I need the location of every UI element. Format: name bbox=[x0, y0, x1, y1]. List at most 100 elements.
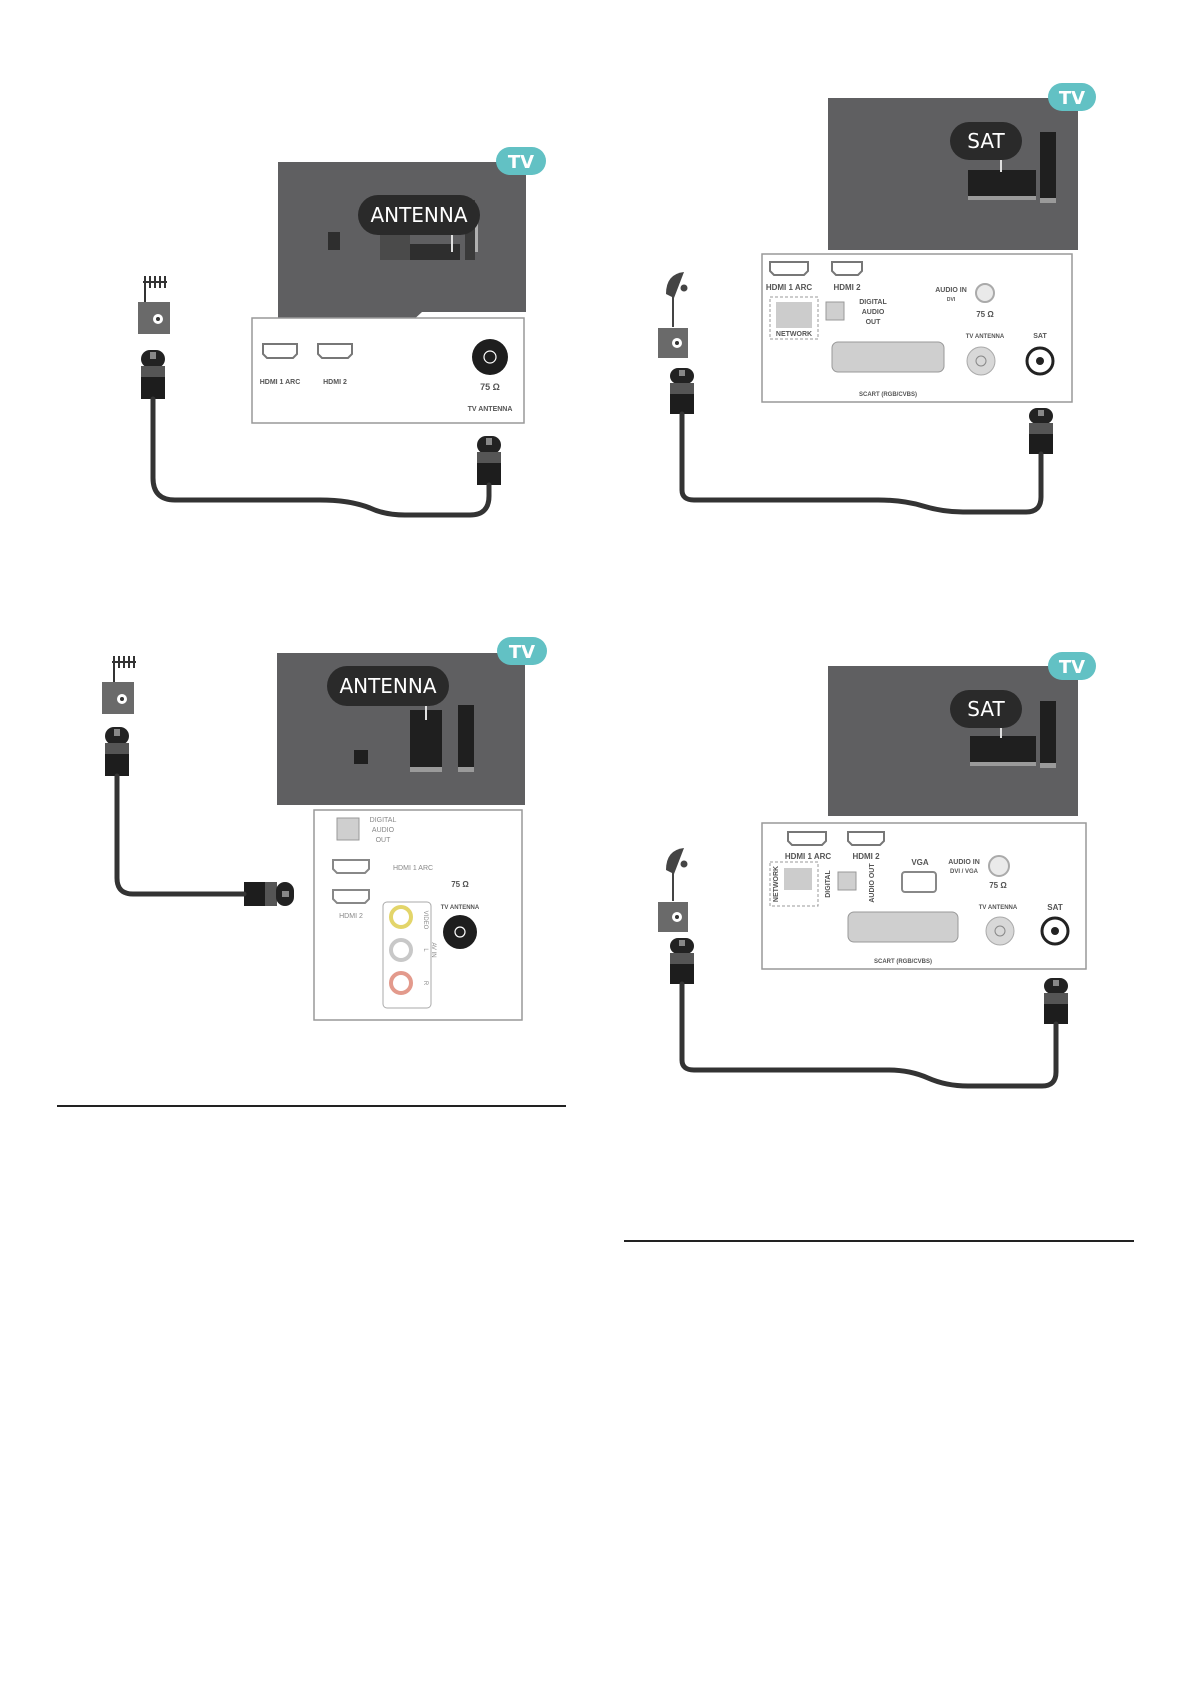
scart-label: SCART (RGB/CVBS) bbox=[874, 959, 932, 965]
audio-out-label: AUDIO OUT bbox=[869, 863, 876, 903]
tv-antenna-label: TV ANTENNA bbox=[468, 406, 513, 413]
tv-port-block bbox=[328, 232, 340, 250]
coax-plug-left bbox=[141, 350, 165, 399]
tv-antenna-socket bbox=[966, 346, 996, 376]
tv-badge-label: TV bbox=[509, 642, 535, 663]
vga-label: VGA bbox=[911, 858, 929, 867]
video-label: VIDEO bbox=[422, 911, 428, 930]
hdmi1-label: HDMI 1 ARC bbox=[785, 852, 832, 861]
hdmi-port-1 bbox=[787, 831, 827, 846]
satellite-dish-icon bbox=[666, 272, 688, 327]
coax-plug-top bbox=[105, 727, 129, 776]
sat-label: SAT bbox=[1033, 333, 1047, 340]
tv-badge-label: TV bbox=[508, 152, 534, 173]
coax-cable bbox=[150, 396, 492, 518]
audio-in-jack bbox=[988, 855, 1010, 877]
coax-plug-right bbox=[477, 436, 501, 485]
audio-r-jack bbox=[389, 971, 413, 995]
hdmi-port-2 bbox=[332, 889, 370, 904]
audio-in-label: AUDIO IN bbox=[948, 859, 980, 866]
sat-label: SAT bbox=[1047, 903, 1063, 912]
section-divider-right bbox=[624, 1240, 1134, 1242]
scart-label: SCART (RGB/CVBS) bbox=[859, 392, 917, 398]
tv-badge bbox=[1048, 83, 1096, 111]
digital-label-3: OUT bbox=[866, 319, 882, 326]
tv-badge bbox=[497, 637, 547, 665]
callout-label: ANTENNA bbox=[370, 203, 467, 227]
coax-plug-left bbox=[670, 938, 694, 984]
hdmi1-label: HDMI 1 ARC bbox=[393, 865, 433, 872]
scart-port bbox=[831, 341, 945, 373]
av-in-label: AV IN bbox=[430, 942, 436, 957]
scart-port bbox=[847, 911, 959, 943]
antenna-callout bbox=[327, 666, 449, 706]
digital-label-2: AUDIO bbox=[372, 827, 395, 834]
figure-satellite-connection-1: SAT TV HDMI 1 ARC HDMI 2 NETWORK DIGITAL… bbox=[648, 80, 1098, 540]
coax-plug-side bbox=[244, 882, 294, 906]
coax-cable bbox=[679, 411, 1044, 515]
hdmi-port-2 bbox=[831, 261, 863, 276]
section-divider-left bbox=[57, 1105, 566, 1107]
callout-label: SAT bbox=[967, 697, 1005, 721]
hdmi2-label: HDMI 2 bbox=[833, 283, 861, 292]
network-port bbox=[769, 861, 819, 907]
tv-antenna-socket bbox=[443, 915, 477, 949]
connector-panel bbox=[313, 809, 523, 1021]
digital-label-1: DIGITAL bbox=[859, 299, 887, 306]
audio-in-label: AUDIO IN bbox=[935, 287, 967, 294]
tv-badge bbox=[1048, 652, 1096, 680]
tv-antenna-socket bbox=[985, 916, 1015, 946]
callout-label: SAT bbox=[967, 129, 1005, 153]
vga-port bbox=[901, 871, 937, 893]
hdmi1-label: HDMI 1 ARC bbox=[260, 379, 301, 386]
hdmi2-label: HDMI 2 bbox=[323, 379, 347, 386]
digital-audio-port bbox=[837, 871, 857, 891]
dvi-label: DVI bbox=[947, 297, 956, 303]
audio-in-jack bbox=[975, 283, 995, 303]
ohm-label: 75 Ω bbox=[989, 881, 1007, 890]
hdmi-port-1 bbox=[332, 859, 370, 874]
hdmi-port-1 bbox=[769, 261, 809, 276]
connector-panel bbox=[761, 822, 1087, 970]
digital-audio-port bbox=[336, 817, 360, 841]
r-label: R bbox=[422, 981, 428, 986]
antenna-icon bbox=[112, 656, 136, 682]
hdmi2-label: HDMI 2 bbox=[852, 852, 880, 861]
connector-panel bbox=[761, 253, 1073, 403]
hdmi-port-2 bbox=[847, 831, 885, 846]
l-label: L bbox=[422, 948, 428, 952]
hdmi2-label: HDMI 2 bbox=[339, 913, 363, 920]
hdmi-port-1 bbox=[262, 343, 298, 359]
satellite-dish-icon bbox=[666, 848, 688, 901]
network-label: NETWORK bbox=[776, 331, 812, 338]
figure-antenna-connection-2: ANTENNA TV DIGITAL AUDIO OUT HDMI 1 ARC … bbox=[80, 630, 550, 1030]
coax-plug-right bbox=[1044, 978, 1068, 1024]
antenna-callout bbox=[358, 195, 480, 235]
coax-plug-right bbox=[1029, 408, 1053, 454]
video-jack bbox=[389, 905, 413, 929]
tv-badge-label: TV bbox=[1059, 88, 1085, 109]
tv-antenna-label: TV ANTENNA bbox=[441, 905, 480, 911]
coax-plug-left bbox=[670, 368, 694, 414]
ohm-label: 75 Ω bbox=[480, 382, 500, 392]
hdmi1-label: HDMI 1 ARC bbox=[766, 283, 813, 292]
digital-label-2: AUDIO bbox=[862, 309, 885, 316]
tv-badge bbox=[496, 147, 546, 175]
sat-callout bbox=[950, 122, 1022, 160]
tv-antenna-socket bbox=[472, 339, 508, 375]
digital-label-1: DIGITAL bbox=[370, 817, 397, 824]
digital-audio-port bbox=[825, 301, 845, 321]
callout-label: ANTENNA bbox=[339, 674, 436, 698]
figure-antenna-connection-1: ANTENNA TV HDMI 1 ARC HDMI 2 75 Ω TV ANT… bbox=[130, 140, 560, 570]
ohm-label: 75 Ω bbox=[976, 310, 994, 319]
coax-cable bbox=[679, 981, 1059, 1089]
figure-satellite-connection-2: SAT TV HDMI 1 ARC HDMI 2 VGA AUDIO IN DV… bbox=[648, 648, 1098, 1108]
hdmi-port-2 bbox=[317, 343, 353, 359]
sat-callout bbox=[950, 690, 1022, 728]
ohm-label: 75 Ω bbox=[451, 880, 469, 889]
coax-cable bbox=[114, 773, 247, 897]
antenna-icon bbox=[143, 276, 167, 302]
tv-antenna-label: TV ANTENNA bbox=[966, 334, 1005, 340]
audio-l-jack bbox=[389, 938, 413, 962]
av-in-panel bbox=[382, 901, 432, 1009]
